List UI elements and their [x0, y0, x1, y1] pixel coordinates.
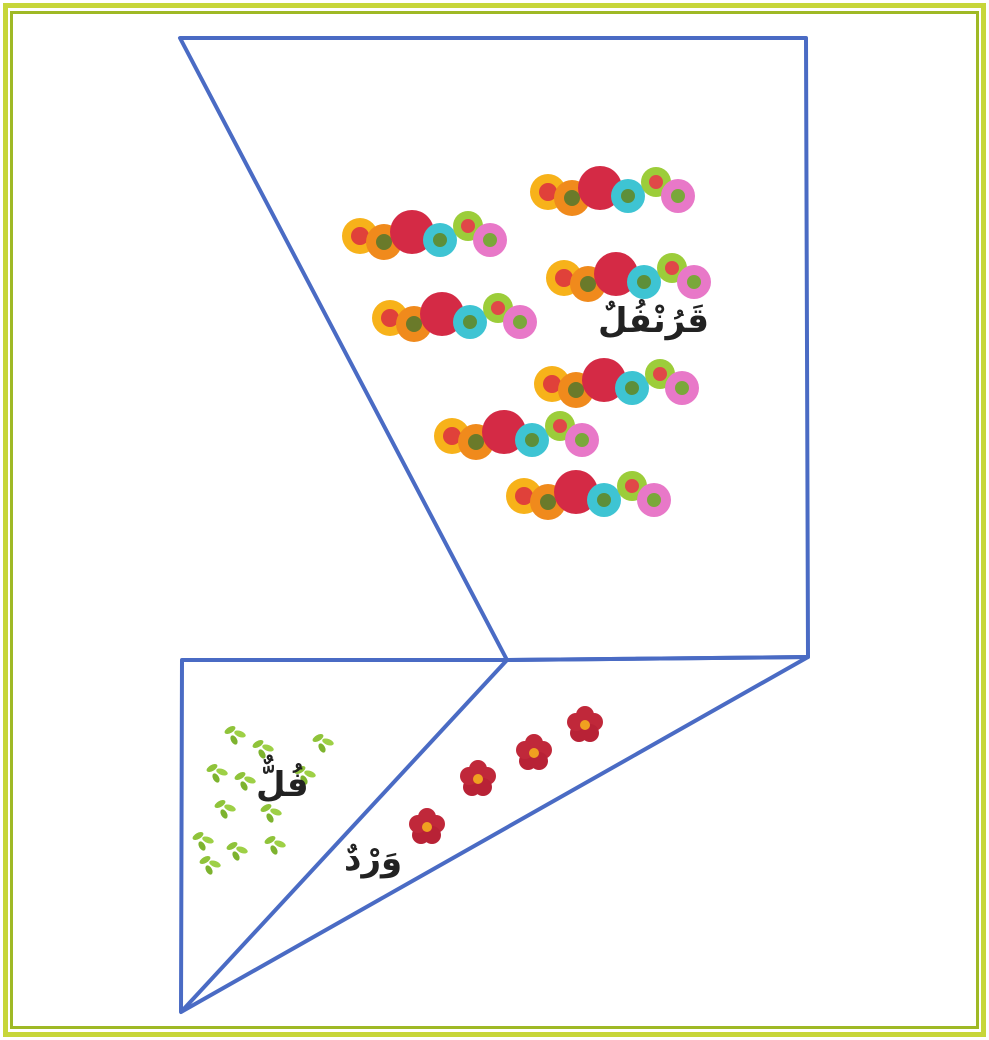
jasmine-leaf-icon	[251, 738, 275, 760]
label-carnation: قَرُنْفُلٌ	[598, 301, 709, 341]
jasmine-leaf-icon	[263, 834, 287, 856]
carnation-flower-icon	[434, 410, 599, 460]
jasmine-leaf-icon	[225, 840, 249, 862]
carnation-flower-icon	[530, 166, 695, 216]
jasmine-leaf-icon	[198, 854, 222, 876]
jasmine-leaf-icon	[191, 830, 215, 852]
carnation-flower-icon	[534, 358, 699, 408]
carnation-flowers	[342, 166, 711, 520]
red-rose-icon	[409, 808, 445, 844]
red-rose-icon	[460, 760, 496, 796]
jasmine-leaf-icon	[205, 762, 229, 784]
jasmine-leaf-icon	[311, 732, 335, 754]
red-rose-icon	[516, 734, 552, 770]
label-jasmine: فُلٌّ	[256, 765, 309, 805]
carnation-flower-icon	[342, 210, 507, 260]
jasmine-leaf-icon	[259, 802, 283, 824]
label-rose: وَرْدٌ	[344, 839, 403, 879]
carnation-flower-icon	[506, 470, 671, 520]
kite-center-line	[179, 658, 509, 1014]
inner-frame	[10, 11, 979, 1029]
jasmine-leaf-icon	[213, 798, 237, 820]
kite-bottom-panel	[179, 655, 810, 1014]
kite-top-panel	[178, 36, 810, 662]
rose-flowers	[409, 706, 603, 844]
kite-outline	[178, 36, 810, 1014]
red-rose-icon	[567, 706, 603, 742]
outer-frame	[3, 3, 986, 1037]
jasmine-leaf-icon	[233, 770, 257, 792]
jasmine-leaf-icon	[223, 724, 247, 746]
carnation-flower-icon	[546, 252, 711, 302]
carnation-flower-icon	[372, 292, 537, 342]
